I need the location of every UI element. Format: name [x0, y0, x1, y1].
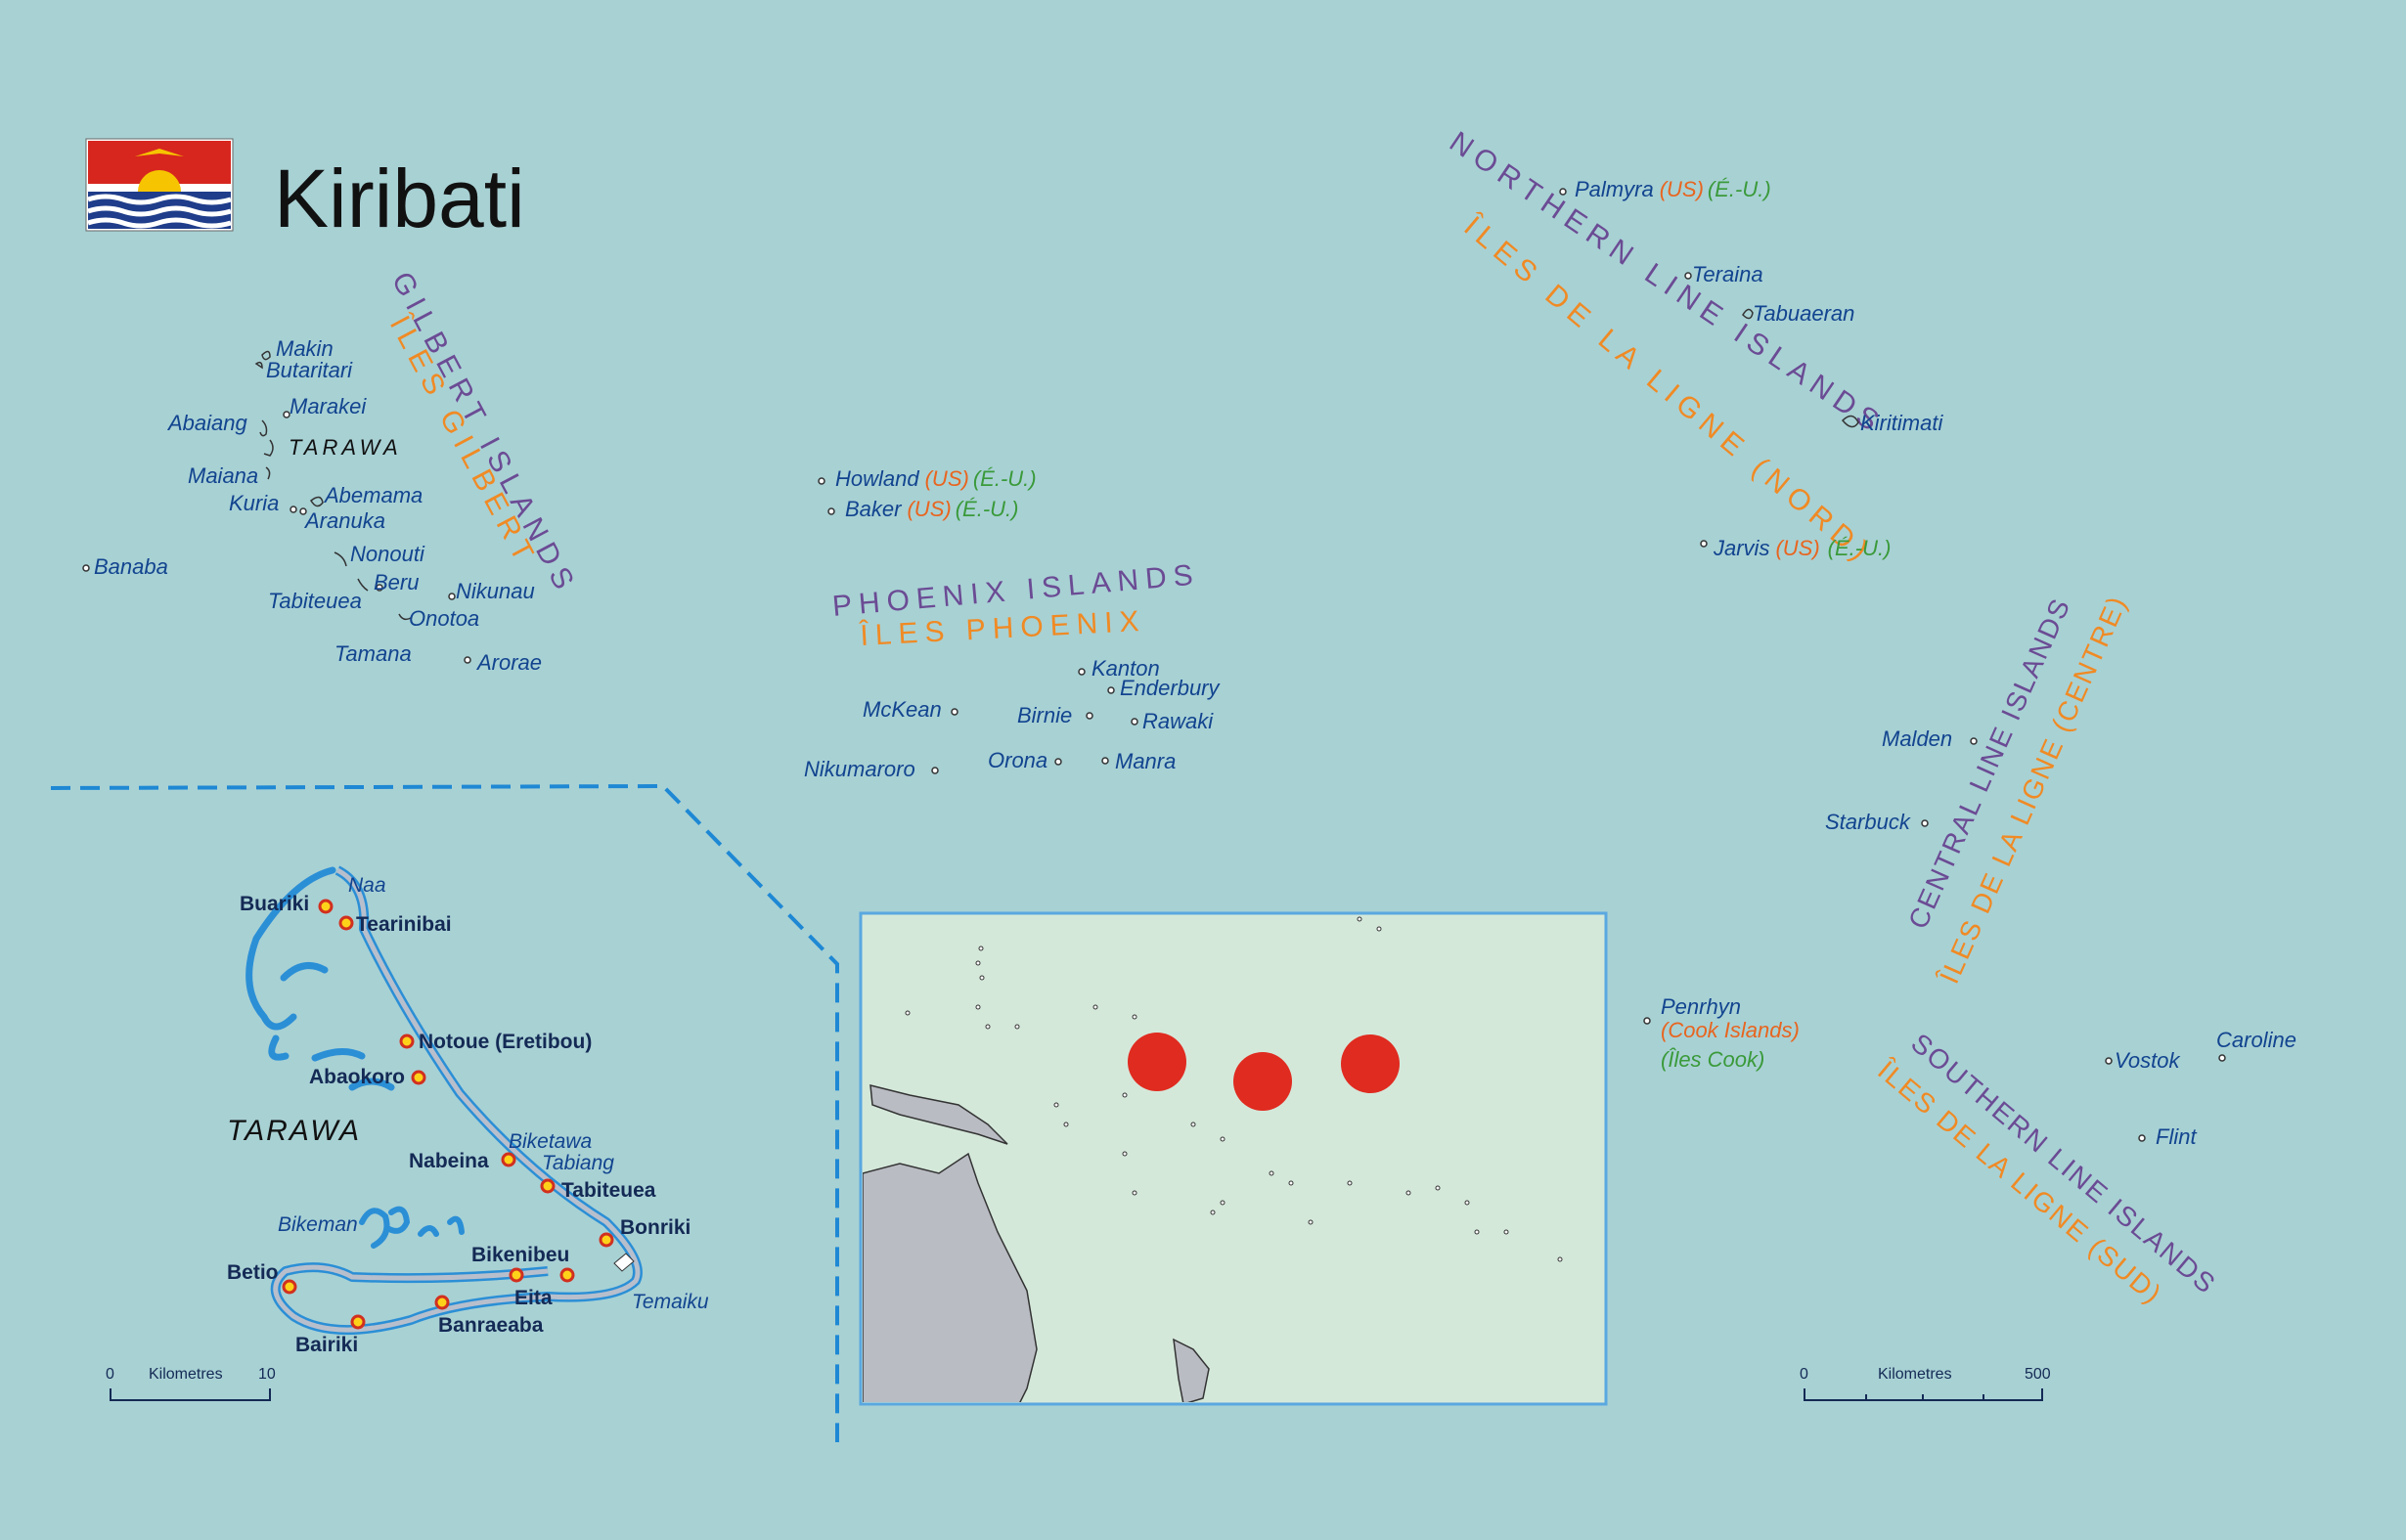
- kiribati-flag-icon: [85, 138, 234, 232]
- scale-bar-main: 0 Kilometres 500: [1800, 1366, 2051, 1401]
- island-onotoa: Onotoa: [409, 606, 479, 631]
- tarawa-tabiang: Tabiang: [542, 1152, 614, 1174]
- phoenix-islands: Howland(US)(É.-U.) Baker(US)(É.-U.) Kant…: [804, 466, 1222, 781]
- island-caroline: Caroline: [2216, 1028, 2296, 1052]
- island-kuria: Kuria: [229, 491, 279, 515]
- tarawa-betio: Betio: [227, 1261, 279, 1284]
- island-nikumaroro: Nikumaroro: [804, 757, 915, 781]
- island-manra: Manra: [1115, 749, 1176, 773]
- island-tabiteuea: Tabiteuea: [268, 589, 362, 613]
- island-beru: Beru: [374, 570, 419, 594]
- scale-main-max: 500: [2025, 1366, 2051, 1383]
- island-tamana: Tamana: [334, 641, 412, 666]
- island-aranuka: Aranuka: [303, 508, 385, 533]
- island-baker: Baker(US)(É.-U.): [845, 497, 1018, 521]
- island-palmyra: Palmyra(US)(É.-U.): [1575, 177, 1771, 201]
- island-kiritimati: Kiritimati: [1860, 411, 1943, 435]
- scale-main-unit: Kilometres: [1878, 1366, 1952, 1383]
- island-tarawa: TARAWA: [289, 435, 402, 460]
- tarawa-name: TARAWA: [227, 1115, 361, 1147]
- tarawa-bikenibeu: Bikenibeu: [471, 1244, 569, 1266]
- island-marakei: Marakei: [290, 394, 367, 418]
- iles-gilbert-label: ÎLES GILBERT: [382, 310, 543, 572]
- map-title: Kiribati: [274, 153, 525, 244]
- gilbert-islands: Makin Butaritari Marakei Abaiang TARAWA …: [82, 336, 542, 675]
- line-islands: Palmyra(US)(É.-U.) Teraina Tabuaeran Kir…: [1559, 177, 2296, 1149]
- cook-islands-en: (Cook Islands): [1661, 1018, 1800, 1042]
- scale-inset-unit: Kilometres: [149, 1366, 223, 1383]
- scale-inset-zero: 0: [106, 1366, 114, 1383]
- papua-new-guinea-shape: [869, 1084, 1008, 1145]
- marker-phoenix: [1233, 1052, 1292, 1111]
- island-abemama: Abemama: [323, 483, 423, 507]
- island-teraina: Teraina: [1692, 262, 1763, 286]
- iles-ligne-sud-label: ÎLES DE LA LIGNE (SUD): [1871, 1054, 2168, 1310]
- island-nikunau: Nikunau: [456, 579, 535, 603]
- island-enderbury: Enderbury: [1120, 676, 1222, 700]
- island-rawaki: Rawaki: [1142, 709, 1214, 733]
- tarawa-eita: Eita: [514, 1287, 553, 1309]
- tarawa-banraeaba: Banraeaba: [438, 1314, 544, 1337]
- tarawa-inset: Naa Buariki Tearinibai Notoue (Eretibou)…: [227, 865, 709, 1356]
- island-vostok: Vostok: [2115, 1048, 2180, 1073]
- island-banaba: Banaba: [94, 554, 168, 579]
- tarawa-bairiki: Bairiki: [295, 1334, 358, 1356]
- island-jarvis: Jarvis(US)(É.-U.): [1713, 536, 1891, 560]
- island-abaiang: Abaiang: [166, 411, 248, 435]
- tarawa-naa: Naa: [348, 874, 386, 897]
- cook-islands-fr: (Îles Cook): [1661, 1047, 1764, 1072]
- island-kanton: Kanton: [1092, 656, 1160, 681]
- island-orona: Orona: [988, 748, 1047, 772]
- tarawa-nabeina: Nabeina: [409, 1150, 489, 1172]
- scale-inset-max: 10: [258, 1366, 276, 1383]
- tarawa-biketawa: Biketawa: [509, 1130, 592, 1153]
- island-mckean: McKean: [863, 697, 942, 722]
- island-howland: Howland(US)(É.-U.): [835, 466, 1037, 491]
- marker-line: [1341, 1034, 1400, 1093]
- australia-shape: [863, 1152, 1038, 1402]
- island-makin: Makin: [276, 336, 334, 361]
- island-arorae: Arorae: [475, 650, 542, 675]
- tarawa-buariki: Buariki: [240, 893, 309, 915]
- island-starbuck: Starbuck: [1825, 810, 1911, 834]
- locator-map: [859, 911, 1608, 1406]
- scale-bar-inset: 0 Kilometres 10: [106, 1366, 276, 1401]
- tarawa-tearinibai: Tearinibai: [356, 913, 452, 936]
- island-penrhyn: Penrhyn: [1661, 994, 1741, 1019]
- marker-gilbert: [1128, 1033, 1186, 1091]
- island-flint: Flint: [2156, 1124, 2197, 1149]
- island-malden: Malden: [1882, 726, 1952, 751]
- island-maiana: Maiana: [188, 463, 258, 488]
- tarawa-bikeman: Bikeman: [278, 1213, 358, 1236]
- island-nonouti: Nonouti: [350, 542, 425, 566]
- tarawa-notoue: Notoue (Eretibou): [419, 1031, 592, 1053]
- inset-divider: [50, 783, 839, 1442]
- tarawa-abaokoro: Abaokoro: [309, 1066, 405, 1088]
- island-tabuaeran: Tabuaeran: [1753, 301, 1854, 326]
- island-birnie: Birnie: [1017, 703, 1072, 727]
- new-zealand-shape: [1173, 1338, 1210, 1402]
- tarawa-temaiku: Temaiku: [632, 1291, 709, 1313]
- scale-main-zero: 0: [1800, 1366, 1808, 1383]
- tarawa-tabiteuea: Tabiteuea: [561, 1179, 656, 1202]
- island-butaritari: Butaritari: [266, 358, 353, 382]
- tarawa-bonriki: Bonriki: [620, 1216, 691, 1239]
